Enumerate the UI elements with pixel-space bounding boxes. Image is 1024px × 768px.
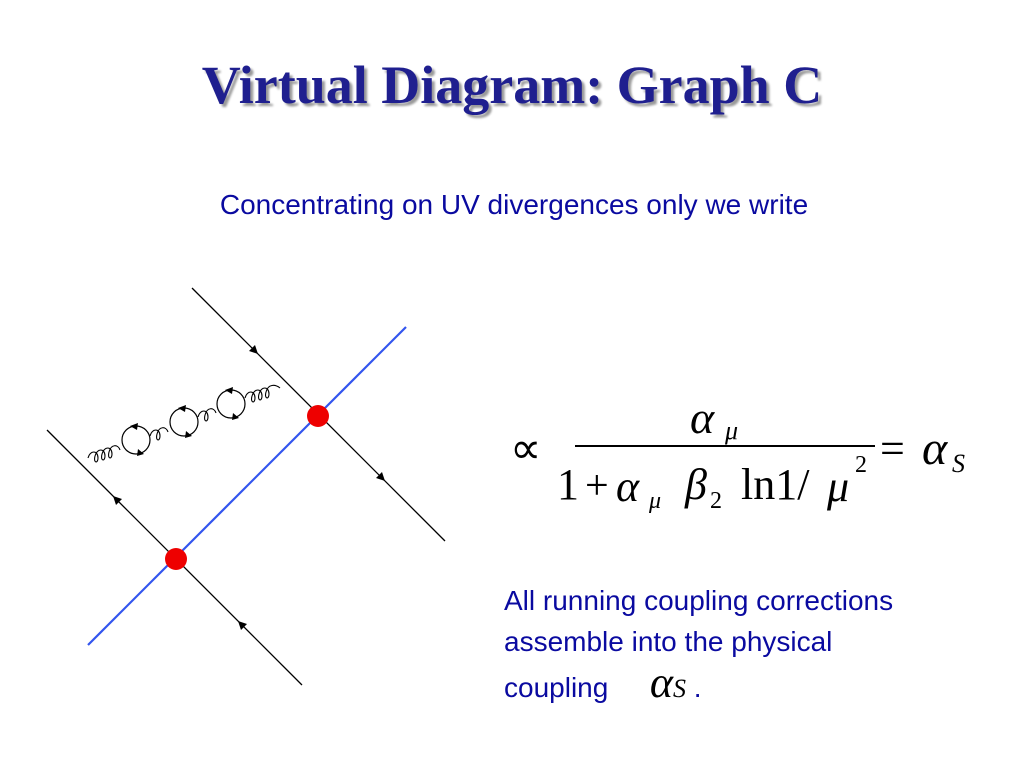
numerator-subscript: μ [725, 416, 739, 445]
upper-vertex [307, 405, 329, 427]
loop-arrow-6 [232, 413, 239, 420]
gluon-coils-right [244, 384, 281, 403]
running-coupling-formula: ∝ α μ 1 + α μ β 2 ln1/ μ 2 = α S [505, 385, 985, 525]
gluon-loop-1 [121, 425, 151, 455]
result-alpha: α [922, 422, 948, 475]
upper-fermion-arrow-2 [376, 472, 385, 481]
note-line-2: assemble into the physical [504, 626, 833, 657]
denominator-mu: μ [827, 462, 850, 511]
denominator-beta: β [685, 460, 707, 509]
note-alpha-subscript: S [672, 674, 686, 703]
lower-fermion-arrow-2 [238, 621, 247, 630]
denominator-alpha: α [616, 462, 640, 511]
note-alpha-symbol: α [649, 658, 673, 707]
numerator-alpha: α [690, 392, 715, 443]
slide-subtitle: Concentrating on UV divergences only we … [219, 189, 809, 220]
lower-fermion-arrow-1 [113, 496, 122, 505]
denominator-ln: ln1/ [741, 460, 810, 509]
equals-sign: = [880, 424, 905, 473]
note-line-3-suffix: . [693, 672, 702, 703]
gluon-coils-left [87, 445, 121, 463]
loop-arrow-1 [130, 423, 138, 430]
loop-arrow-4 [185, 431, 192, 438]
conclusion-note: All running coupling corrections assembl… [504, 580, 1004, 709]
lower-vertex [165, 548, 187, 570]
cut-line [87, 326, 407, 646]
note-line-3: coupling αS . [504, 661, 1004, 709]
note-line-1: All running coupling corrections [504, 585, 894, 616]
gluon-coils-middle-1 [149, 427, 169, 441]
denominator-alpha-subscript: μ [649, 488, 662, 514]
fraction-bar [575, 445, 875, 447]
gluon-coils-middle-2 [197, 408, 217, 422]
upper-fermion-arrow-1 [249, 345, 258, 354]
loop-arrow-5 [225, 387, 233, 394]
loop-arrow-3 [178, 405, 186, 412]
denominator-one: 1 [557, 460, 579, 509]
gluon-loop-3 [216, 389, 246, 419]
note-line-3-prefix: coupling [504, 672, 609, 703]
denominator-beta-subscript: 2 [710, 488, 722, 514]
slide-title: Virtual Diagram: Graph C [201, 55, 823, 115]
result-subscript: S [952, 449, 965, 478]
proportional-symbol: ∝ [510, 424, 542, 473]
loop-arrow-2 [137, 449, 144, 456]
gluon-loop-2 [169, 407, 199, 437]
denominator-plus: + [585, 463, 609, 509]
denominator-exponent: 2 [855, 452, 867, 478]
